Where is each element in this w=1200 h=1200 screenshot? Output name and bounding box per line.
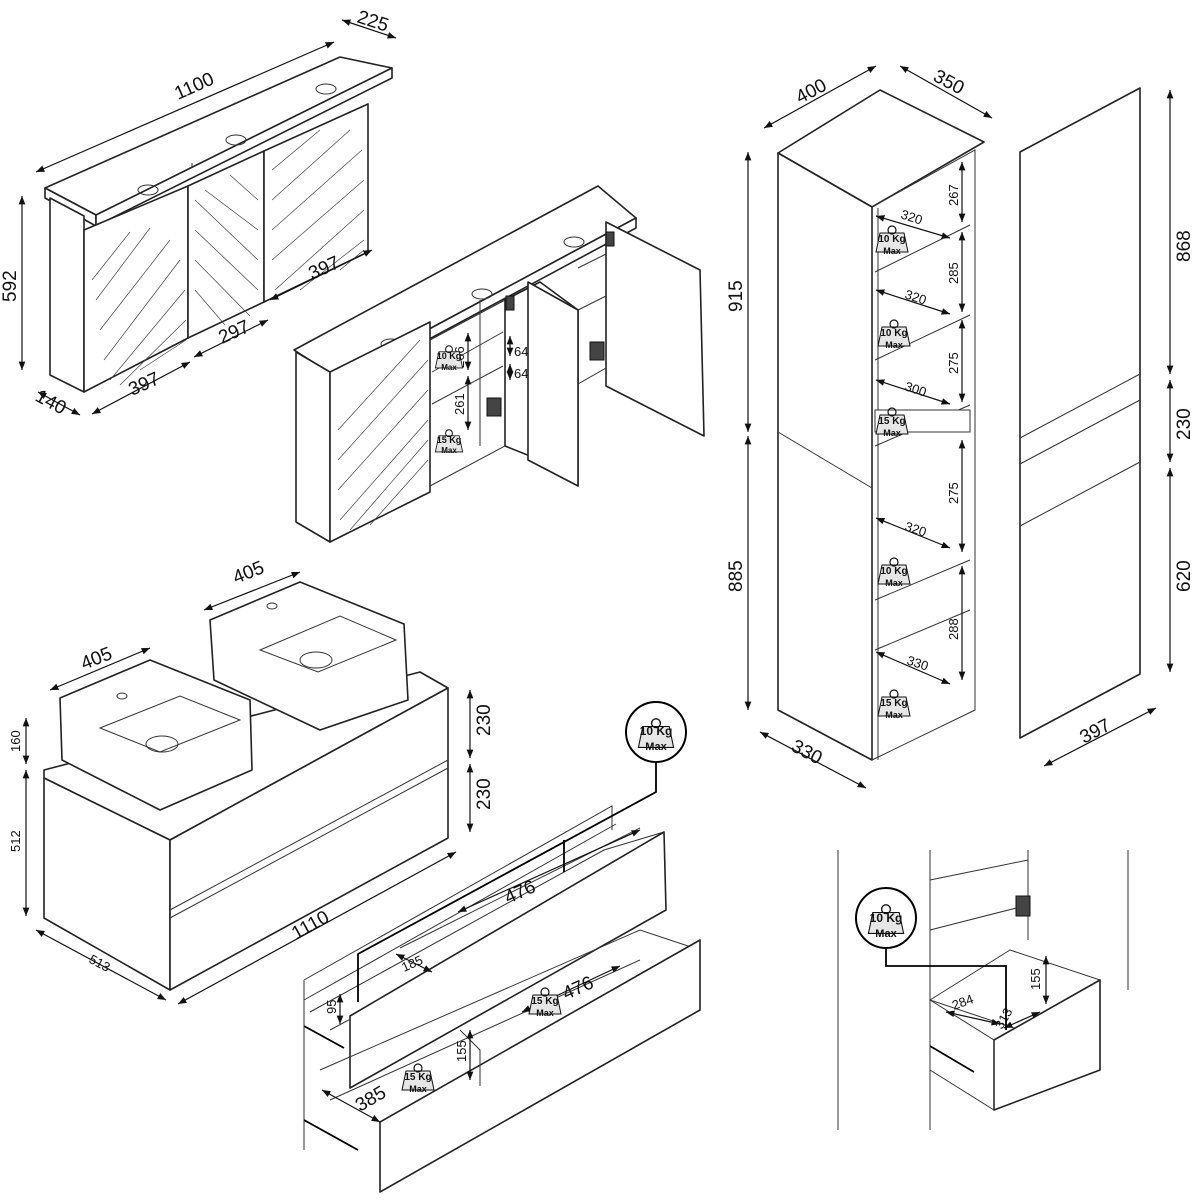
dim-shelf-w-4: 320 [903,519,928,540]
dim-drawer: 230 [1174,408,1195,440]
tall-cabinet-open: 915 885 400 350 330 267 285 275 275 288 … [726,65,993,789]
dim-top-door: 868 [1174,230,1195,262]
dim-upper-height: 915 [726,280,747,312]
load-badge-upper: 10 Kg Max [434,345,464,372]
dim-detail-height: 155 [1028,968,1043,990]
svg-text:Max: Max [441,446,457,455]
load-badge-drawer-top: 15 Kg Max [528,987,562,1018]
dim-front-width: 397 [1076,715,1114,748]
svg-text:10 Kg: 10 Kg [880,328,907,339]
load-callout-detail: 10 Kg Max [855,887,917,949]
dim-tall-depth: 350 [930,66,968,99]
dim-shelf-bottom: 261 [452,393,467,415]
dim-body-height: 512 [8,830,23,852]
load-badge-lower: 15 Kg Max [434,429,464,455]
svg-text:10 Kg: 10 Kg [640,724,673,738]
load-badge-drawer-bottom: 15 Kg Max [401,1063,435,1094]
dim-basin-left: 405 [78,643,115,674]
dim-door-left: 397 [125,368,163,400]
svg-text:10 Kg: 10 Kg [878,234,905,245]
dim-gap-3: 275 [946,352,961,374]
svg-text:Max: Max [885,578,903,588]
tall-cabinet-front: 868 230 620 397 [1019,87,1195,767]
svg-text:Max: Max [645,741,667,753]
dim-gap-bottom: 64 [514,366,528,381]
dim-drawer-top-height: 95 [324,1000,339,1014]
tall-drawer-detail: 284 313 155 10 Kg Max [837,850,1129,1130]
dim-gap-top: 64 [514,344,528,359]
svg-text:Max: Max [536,1008,554,1018]
dim-drawer-bottom-height: 155 [454,1040,469,1062]
svg-text:15 Kg: 15 Kg [878,416,905,427]
dim-gap-4: 275 [946,482,961,504]
svg-text:10 Kg: 10 Kg [870,911,903,925]
dim-basin-right: 405 [230,557,267,588]
load-badge-tall-4: 10 Kg Max [877,557,911,588]
vanity-drawers-open: 476 185 95 476 155 385 10 Kg Max 15 Kg M… [303,701,701,1193]
dim-basin-height: 160 [8,730,23,752]
dim-bottom-door: 620 [1174,560,1195,592]
svg-text:Max: Max [875,928,897,940]
mirror-cabinet-open: 266 261 64 64 10 Kg Max 15 Kg Max [293,185,705,543]
svg-text:15 Kg: 15 Kg [880,698,907,709]
load-callout: 10 Kg Max [625,701,687,763]
dim-width: 1100 [171,69,217,105]
svg-text:10 Kg: 10 Kg [880,566,907,577]
dim-shelf-w-2: 320 [903,287,928,308]
dim-height: 592 [0,270,21,302]
dim-depth: 225 [354,7,391,37]
dim-drawer-bottom: 230 [474,778,495,810]
dim-detail-width: 284 [950,991,976,1013]
dim-side-depth: 140 [32,386,70,419]
load-badge-tall-5: 15 Kg Max [877,689,911,720]
dim-tall-width: 400 [792,75,830,108]
svg-text:Max: Max [885,340,903,350]
dim-lower-height: 885 [726,560,747,592]
dim-gap-1: 267 [946,184,961,206]
dim-shelf-w-1: 320 [899,207,924,228]
svg-text:Max: Max [883,428,901,438]
svg-text:15 Kg: 15 Kg [404,1072,431,1083]
svg-text:Max: Max [883,246,901,256]
svg-text:Max: Max [441,363,457,372]
load-badge-tall-2: 10 Kg Max [877,319,911,350]
svg-text:Max: Max [409,1084,427,1094]
mirror-cabinet: 1100 225 592 140 397 297 397 [0,7,397,419]
vanity-unit: 405 405 160 512 230 230 1110 513 [8,557,495,1005]
load-badge-tall-1: 10 Kg Max [875,225,909,256]
dim-gap-2: 285 [946,262,961,284]
dim-drawer-top-depth: 185 [399,952,425,975]
dim-shelf-w-5: 330 [905,653,930,674]
svg-text:Max: Max [885,710,903,720]
dim-drawer-bottom-width: 476 [559,972,597,1004]
dim-drawer-top: 230 [474,704,495,736]
svg-text:10 Kg: 10 Kg [437,351,462,361]
svg-text:15 Kg: 15 Kg [531,996,558,1007]
svg-text:15 Kg: 15 Kg [437,435,462,445]
dim-gap-5: 288 [946,618,961,640]
dim-shelf-w-3: 300 [903,379,928,400]
load-badge-tall-3: 15 Kg Max [875,407,909,438]
